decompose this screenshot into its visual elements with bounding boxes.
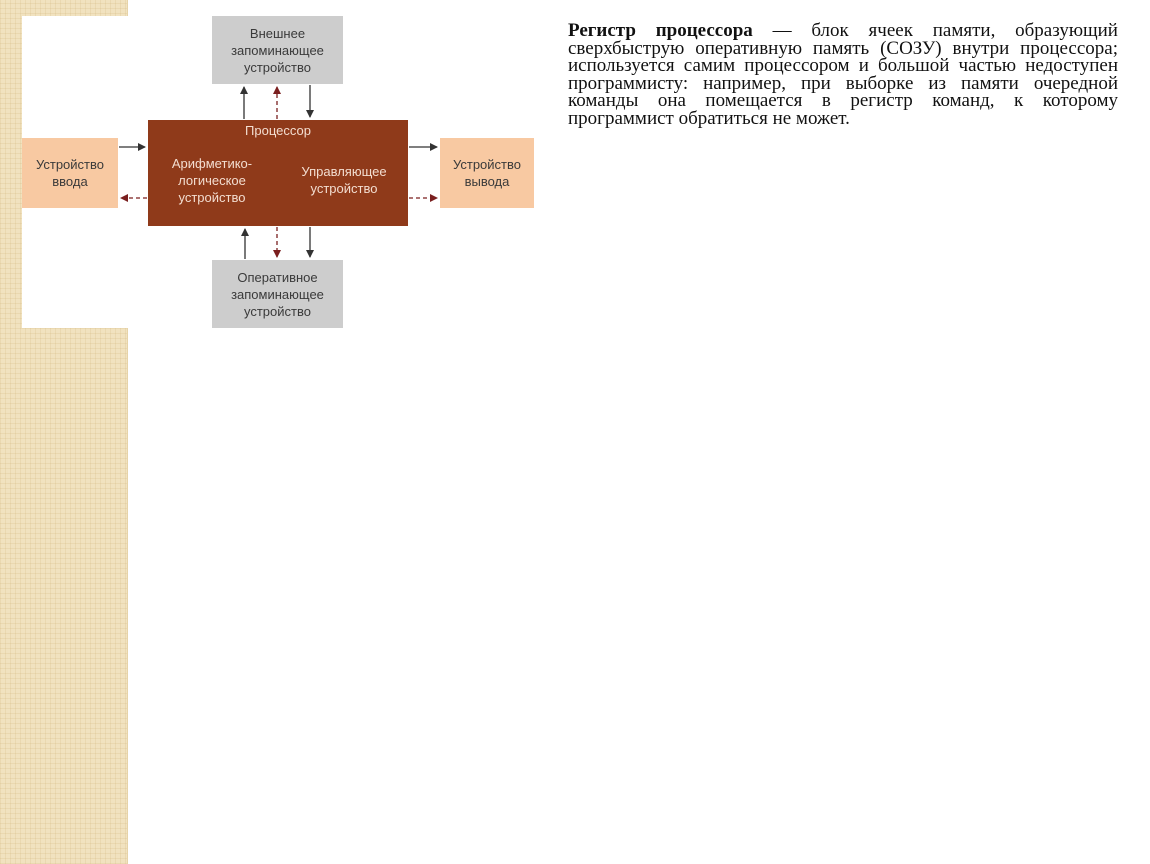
processor-label: Процессор <box>245 122 311 138</box>
control-unit-label: Управляющее устройство <box>301 164 387 196</box>
external-memory-box <box>212 16 343 84</box>
term-definition: — блок ячеек памяти, образующий сверхбыс… <box>568 20 1118 129</box>
alu-label: Арифметико- логическое устройство <box>171 155 253 205</box>
diagram-graphics <box>22 16 534 328</box>
ram-label: Оперативное запоминающее устройство <box>231 269 324 319</box>
output-device-box <box>440 138 534 208</box>
computer-architecture-diagram: Внешнее запоминающее устройство Оператив… <box>22 16 543 328</box>
input-device-box <box>22 138 118 208</box>
input-device-label: Устройство ввода <box>35 157 104 189</box>
register-definition-text: Регистр процессора — блок ячеек памяти, … <box>568 20 1118 129</box>
ram-box <box>212 260 343 328</box>
output-device-label: Устройство вывода <box>452 157 521 189</box>
external-memory-label: Внешнее запоминающее устройство <box>231 25 324 75</box>
term-heading: Регистр процессора <box>568 20 753 41</box>
processor-box <box>148 120 408 226</box>
